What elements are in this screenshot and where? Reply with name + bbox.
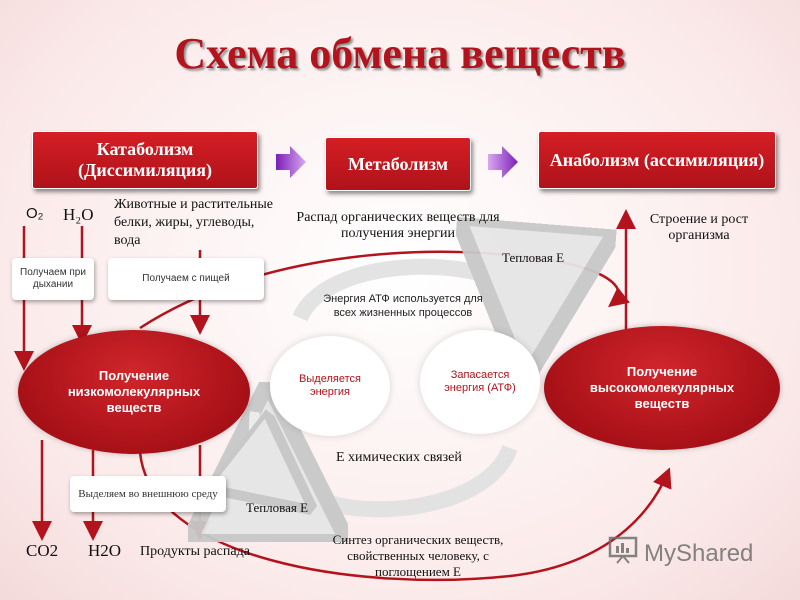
breathing-note-text: Получаем при дыхании: [20, 267, 86, 290]
atp-usage-label: Энергия АТФ используется для всех жизнен…: [323, 293, 483, 319]
food-note-text: Получаем с пищей: [142, 273, 230, 284]
h2o-bottom-label: H2O: [88, 541, 122, 560]
synthesis-label: Синтез органических веществ, свойственны…: [332, 532, 504, 579]
food-note: Получаем с пищей: [108, 258, 264, 300]
anabolism-label: Анаболизм (ассимиляция): [549, 149, 765, 170]
left-purple-arrow: [276, 146, 306, 178]
breathing-note: Получаем при дыхании: [12, 258, 94, 300]
heat-top-label: Тепловая Е: [502, 250, 565, 265]
energy-released-label: Выделяется энергия: [299, 373, 361, 398]
h2o-top-label: H₂O: [63, 205, 94, 224]
energy-released-circle: Выделяется энергия: [270, 336, 390, 436]
grey-inner-left: [254, 412, 290, 492]
breakdown-label: Распад органических веществ для получени…: [296, 210, 500, 241]
structure-label: Строение и рост организма: [649, 212, 749, 243]
grey-upper-arc: [292, 267, 528, 335]
high-molecular-label: Получение высокомолекулярных веществ: [589, 364, 735, 411]
excrete-note: Выделяем во внешнюю среду: [70, 476, 226, 512]
heat-bottom-label: Тепловая Е: [246, 500, 309, 515]
nutrients-label: Животные и растительные белки, жиры, угл…: [114, 197, 273, 248]
slide-title: Схема обмена веществ: [174, 29, 626, 78]
right-purple-arrow: [488, 146, 518, 178]
grey-lower-arc: [268, 430, 518, 509]
chem-bonds-label: Е химических связей: [336, 450, 462, 465]
metabolism-box: Метаболизм: [325, 137, 471, 191]
logo-text: MyShared: [644, 539, 754, 567]
products-label: Продукты распада: [140, 544, 250, 559]
metabolism-label: Метаболизм: [347, 153, 449, 174]
excrete-note-text: Выделяем во внешнюю среду: [78, 488, 218, 500]
anabolism-box: Анаболизм (ассимиляция): [538, 131, 776, 189]
low-molecular-oval: Получение низкомолекулярных веществ: [18, 330, 250, 454]
presentation-board-icon: [608, 536, 638, 571]
energy-stored-label: Запасается энергия (АТФ): [444, 369, 516, 394]
energy-stored-circle: Запасается энергия (АТФ): [420, 330, 540, 434]
catabolism-label: Катаболизм (Диссимиляция): [77, 139, 213, 180]
myshared-logo: MyShared: [608, 536, 753, 571]
co2-label: CO2: [26, 541, 59, 560]
bottom-loop-curve: [138, 451, 672, 582]
low-molecular-label: Получение низкомолекулярных веществ: [67, 368, 201, 415]
high-molecular-oval: Получение высокомолекулярных веществ: [544, 326, 780, 450]
o2-label: O₂: [26, 205, 44, 222]
catabolism-box: Катаболизм (Диссимиляция): [32, 131, 258, 189]
